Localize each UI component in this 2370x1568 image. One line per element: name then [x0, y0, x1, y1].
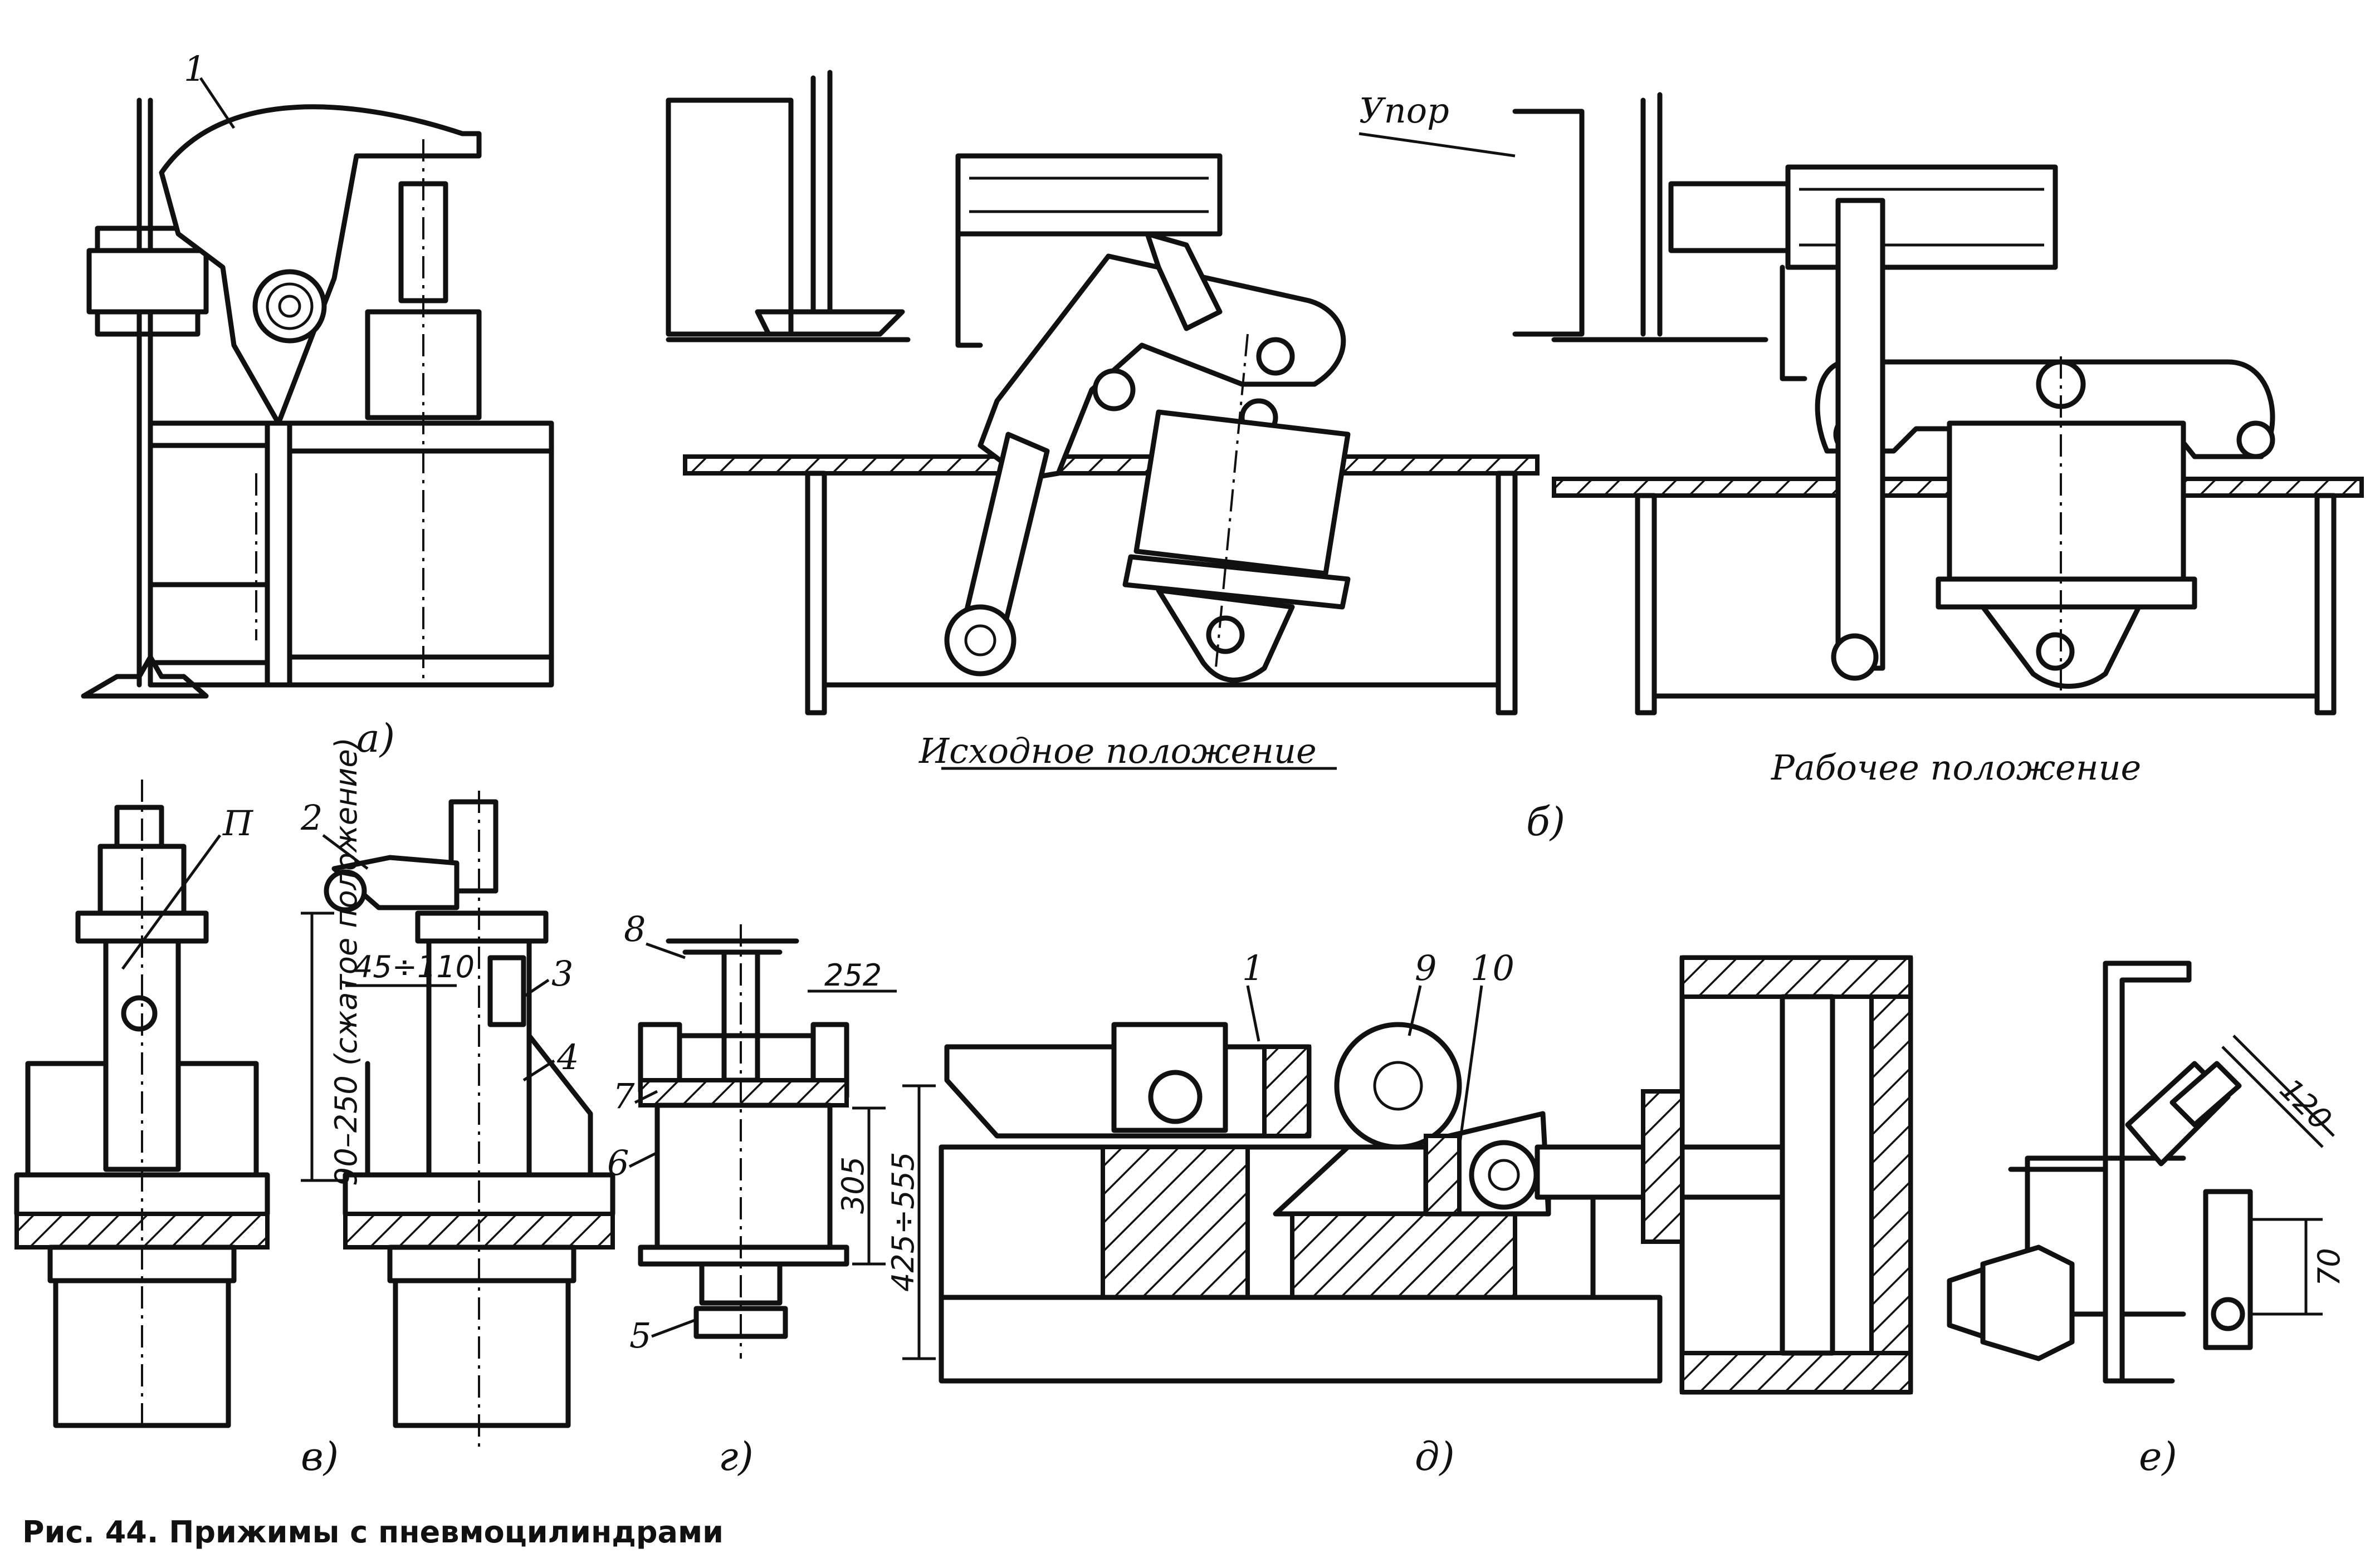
label-d-part9: 9 [1415, 948, 1436, 988]
label-d-part1: 1 [1242, 948, 1264, 988]
subfigure-b: Исходное положение Упор Рабочее положени… [666, 70, 2364, 845]
subfigure-v: П в) 2 45÷110 90–250 (сжатое положение) … [14, 737, 615, 1479]
label-g-part8: 8 [624, 909, 646, 949]
label-b-initial: Исходное положение [918, 731, 1317, 771]
label-v-part4: 4 [556, 1037, 579, 1077]
label-g-part5: 5 [629, 1315, 651, 1356]
dim-v-height: 90–250 (сжатое положение) [329, 737, 364, 1186]
dim-g-305: 305 [835, 1157, 871, 1214]
subfigure-g-label: г) [719, 1434, 754, 1479]
dim-v-reach: 45÷110 [354, 949, 475, 984]
subfigure-b-label: б) [1526, 799, 1565, 845]
label-v-part2: 2 [300, 797, 322, 838]
subfigure-e-label: е) [2139, 1434, 2177, 1479]
label-b-stop: Упор [1359, 90, 1449, 131]
label-v-part3: 3 [551, 953, 573, 994]
subfigure-a-label: а) [356, 716, 395, 761]
dim-g-425: 425÷555 [886, 1152, 921, 1292]
subfigure-g: 8 7 6 5 252 305 425÷555 г) [607, 909, 936, 1479]
subfigure-d-label: д) [1415, 1434, 1455, 1479]
label-d-part10: 10 [1470, 948, 1514, 988]
dim-e-120: 120 [2273, 1072, 2338, 1137]
subfigure-d: 1 9 10 д) [939, 948, 1913, 1479]
subfigure-e: 120 70 е) [1947, 961, 2347, 1479]
label-b-working: Рабочее положение [1771, 747, 2141, 788]
figure-caption: Рис. 44. Прижимы с пневмоцилиндрами [22, 1515, 724, 1550]
subfigure-v-label: в) [301, 1434, 339, 1479]
subfigure-a: 1 а) [81, 48, 554, 761]
dim-e-70: 70 [2312, 1248, 2347, 1286]
dim-g-252: 252 [824, 958, 882, 993]
label-g-part6: 6 [607, 1143, 629, 1183]
label-v-p: П [222, 803, 254, 844]
label-g-part7: 7 [613, 1076, 635, 1116]
